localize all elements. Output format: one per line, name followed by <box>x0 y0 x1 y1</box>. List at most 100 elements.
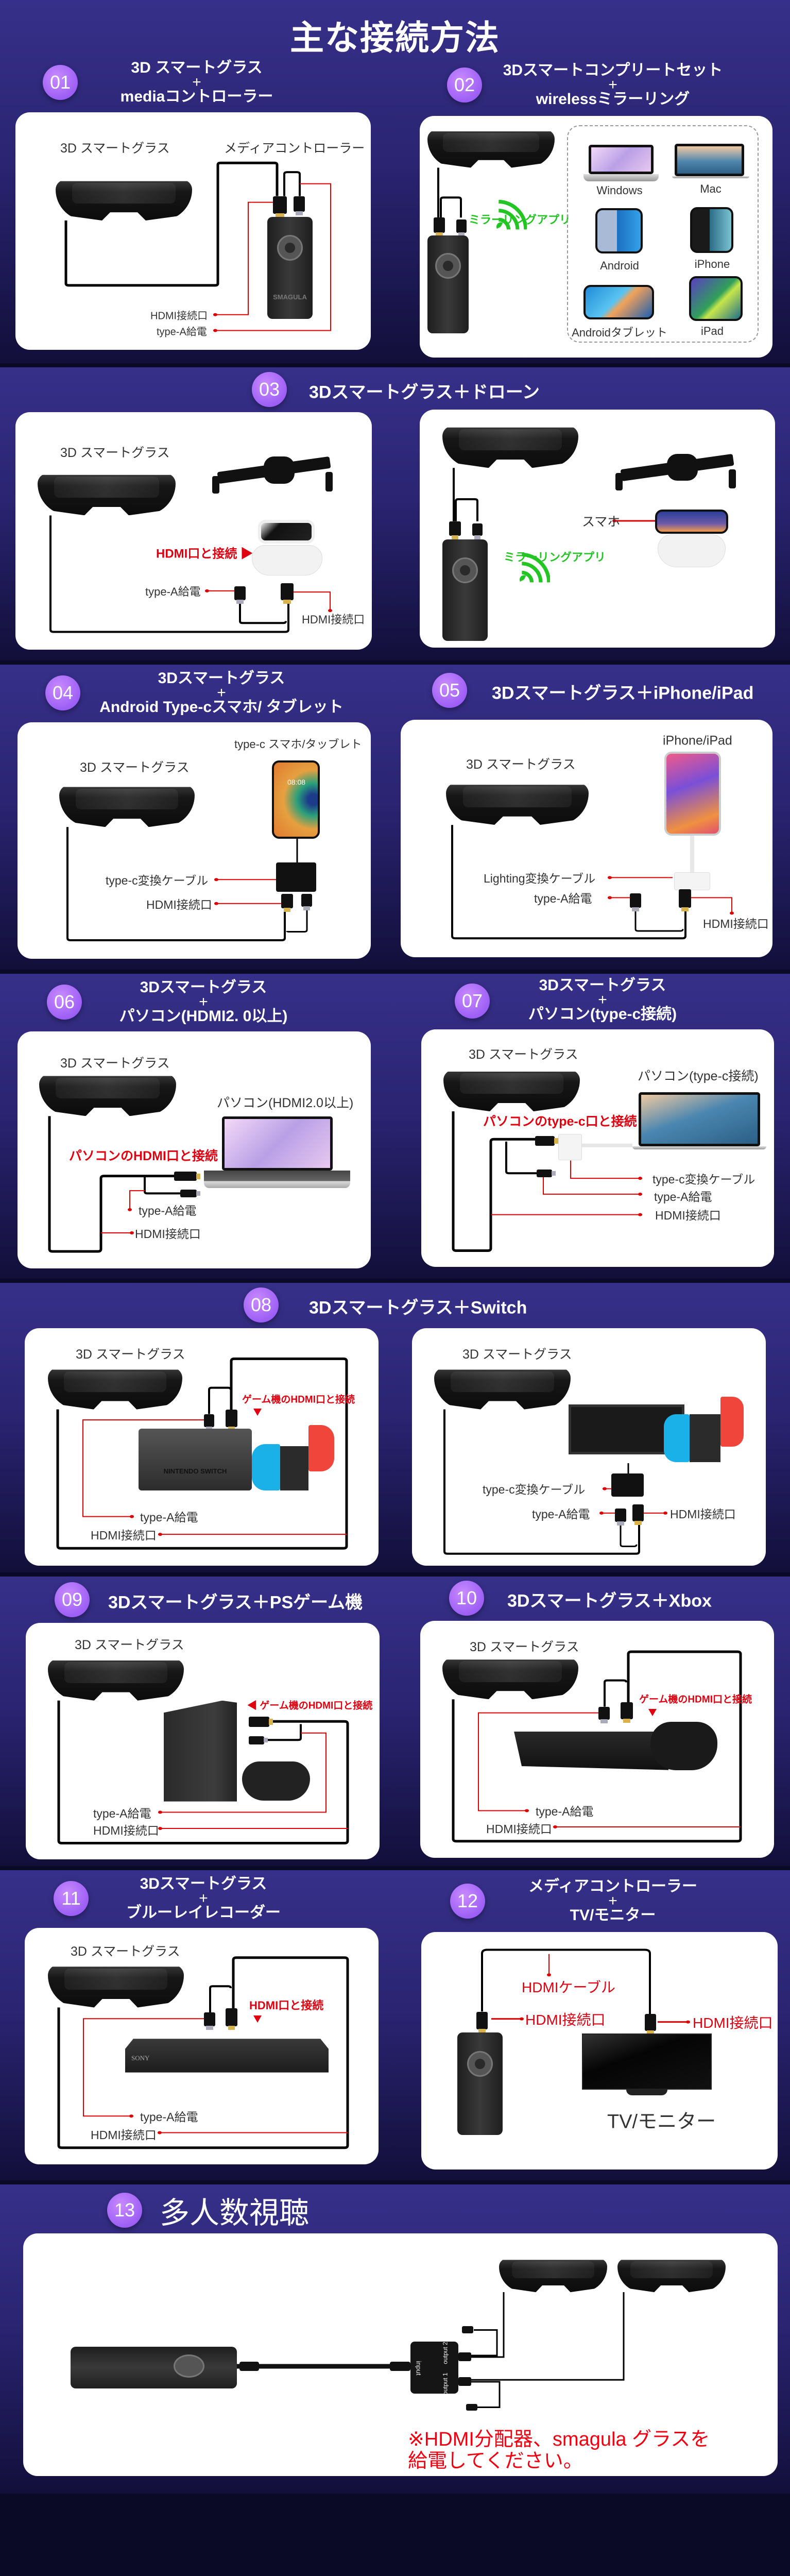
hdmi-port-label: HDMI接続口 <box>91 2128 157 2142</box>
splitter-input-label: input <box>415 2360 423 2376</box>
diagram-card-12: HDMIケーブル HDMI接続口 HDMI接続口 TV/モニター <box>421 1932 778 2170</box>
device-label-android: Android <box>600 259 639 272</box>
media-controller-image <box>71 2346 237 2388</box>
badge-01: 01 <box>43 65 78 100</box>
usb-connector <box>204 1414 214 1431</box>
diagram-card-04: type-c スマホ/タッブレト 3D スマートグラス 08:08 type-c… <box>18 722 371 959</box>
android-tablet-image <box>583 284 654 320</box>
glasses-label: 3D スマートグラス <box>466 757 576 772</box>
usb-connector <box>234 586 246 604</box>
title-plus: + <box>199 1890 208 1907</box>
usb-connector <box>462 2326 473 2333</box>
switch-logo: NINTENDO SWITCH <box>163 1467 227 1475</box>
hdmi-port-label: HDMI接続口 <box>135 1227 201 1241</box>
title-line: メディアコントローラー <box>528 1878 697 1895</box>
dpad <box>174 2354 204 2378</box>
cables <box>18 722 371 959</box>
game-hdmi-connect-label: ゲーム機のHDMI口と接続 <box>639 1694 752 1705</box>
section-title-07: 3Dスマートグラス + パソコン(type-c接続) <box>528 977 677 1023</box>
hdmi-connector <box>632 1504 644 1525</box>
usb-connector <box>204 2012 215 2030</box>
hdmi-connector <box>645 2014 656 2035</box>
hdmi-port-label: HDMI接続口 <box>146 897 212 911</box>
title-line: パソコン(HDMI2. 0以上) <box>119 1008 288 1025</box>
typec-adapter-image <box>611 1473 644 1497</box>
device-label-mac: Mac <box>700 182 722 195</box>
title-line: Android Type-cスマホ/ タブレット <box>99 699 344 716</box>
smart-glasses-image <box>48 1369 182 1410</box>
glasses-label: 3D スマートグラス <box>462 1347 572 1362</box>
device-label: type-c スマホ/タッブレト <box>234 738 362 751</box>
media-controller-image <box>457 2032 503 2135</box>
dpad <box>467 2050 493 2077</box>
lightning-adapter-image <box>674 872 710 890</box>
power-label: type-A給電 <box>536 1805 594 1819</box>
dpad <box>452 557 478 584</box>
mac-laptop-image <box>672 144 749 179</box>
drone-image <box>590 446 768 493</box>
device-label-android-tablet: Androidタブレット <box>572 326 667 339</box>
power-label: type-A給電 <box>654 1190 712 1204</box>
hdmi-port-label: HDMI接続口 <box>93 1824 159 1838</box>
typec-adapter-image <box>558 1134 582 1161</box>
typec-cable-label: type-c変換ケーブル <box>652 1172 755 1186</box>
badge-06: 06 <box>47 985 82 1020</box>
drone-image <box>186 449 365 495</box>
media-controller-image <box>442 539 488 641</box>
dpad <box>277 235 303 261</box>
nintendo-switch-handheld-image <box>569 1396 753 1463</box>
hdmi-connector <box>621 1702 633 1723</box>
device-label-ipad: iPad <box>700 325 724 337</box>
wifi-icon <box>496 199 527 230</box>
media-controller-image <box>427 235 469 333</box>
glasses-label: 3D スマートグラス <box>75 1638 184 1653</box>
ps-controller-image <box>242 1761 310 1801</box>
diagram-card-08-dock: 3D スマートグラス ゲーム機のHDMI口と接続 NINTENDO SWITCH… <box>25 1328 379 1566</box>
hdmi-connector <box>476 2011 488 2033</box>
title-line: TV/モニター <box>570 1907 656 1924</box>
hdmi-cable-label: HDMIケーブル <box>522 1979 615 1995</box>
title-plus: + <box>598 991 607 1008</box>
controller-label: メディアコントローラー <box>224 141 365 156</box>
windows-laptop-image <box>583 145 659 181</box>
hdmi-splitter-image: input output 1 output 2 <box>410 2342 458 2395</box>
android-phone-image: 08:08 <box>272 760 320 839</box>
iphone-image <box>690 207 733 253</box>
hdmi-connector <box>281 583 294 604</box>
hdmi-connector <box>458 2352 471 2361</box>
badge-02: 02 <box>447 67 482 103</box>
smart-glasses-image <box>48 1660 184 1701</box>
smart-glasses-image-2 <box>617 2260 726 2293</box>
section-title-04: 3Dスマートグラス + Android Type-cスマホ/ タブレット <box>99 670 344 716</box>
diagram-card-03-drone-wired: 3D スマートグラス HDMI口と接続 ▶ type-A給電 HDMI接続口 <box>15 412 372 650</box>
arrow-down-icon <box>253 2015 262 2023</box>
wifi-icon <box>519 552 550 583</box>
badge-11: 11 <box>54 1881 89 1916</box>
power-label: type-A給電 <box>139 1204 197 1217</box>
drone-controller-image <box>252 519 322 575</box>
game-hdmi-connect-label: ゲーム機のHDMI口と接続 <box>242 1394 355 1405</box>
section-title-03: 3Dスマートグラス＋ドローン <box>309 382 540 402</box>
hdmi-port-label: HDMI接続口 <box>655 1209 721 1223</box>
note-line-1: ※HDMI分配器、smagula グラスを <box>408 2428 710 2450</box>
usb-connector <box>180 1189 200 1197</box>
title-line: 3Dスマートグラス <box>140 1875 267 1892</box>
tv-monitor-label: TV/モニター <box>607 2111 716 2133</box>
smart-glasses-image <box>442 427 578 468</box>
xbox-console-image <box>514 1721 728 1771</box>
badge-05: 05 <box>432 673 467 708</box>
usb-connector <box>249 1736 268 1744</box>
hdmi-connect-label: HDMI口と接続 ▶ <box>156 547 253 561</box>
hdmi-port-label: HDMI接続口 <box>703 917 769 930</box>
hdmi-connector <box>535 1136 558 1146</box>
power-label: type-A給電 <box>145 585 201 598</box>
smart-glasses-image <box>446 785 589 825</box>
badge-04: 04 <box>45 675 80 710</box>
title-plus: + <box>199 993 208 1010</box>
smartphone-label: スマホ <box>582 515 621 529</box>
iphone-image <box>664 752 721 836</box>
page-title: 主な接続方法 <box>290 19 500 57</box>
diagram-card-03-drone-wireless: ミラーリングアプリ スマホ <box>420 410 775 648</box>
title-line: mediaコントローラー <box>120 88 273 105</box>
splitter-output1-label: output 1 <box>441 2372 449 2395</box>
